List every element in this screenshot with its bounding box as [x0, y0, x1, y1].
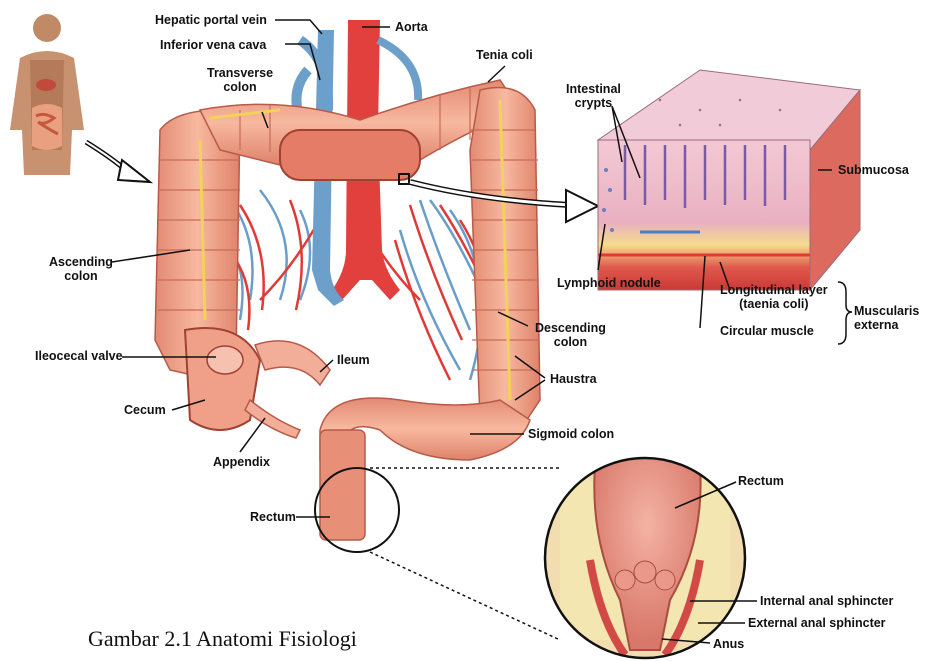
- large-intestine: [155, 80, 540, 540]
- label-descending-colon: Descending colon: [535, 321, 606, 349]
- label-cecum: Cecum: [124, 403, 166, 417]
- label-aorta: Aorta: [395, 20, 428, 34]
- label-external-anal-sphincter: External anal sphincter: [748, 616, 886, 630]
- figure-caption: Gambar 2.1 Anatomi Fisiologi: [88, 626, 357, 652]
- label-transverse-colon: Transverse colon: [207, 66, 273, 94]
- pointer-arrow-icon: [86, 142, 150, 182]
- label-circular-muscle: Circular muscle: [720, 324, 814, 338]
- label-muscularis-externa: Muscularis externa: [854, 304, 919, 332]
- label-rectum: Rectum: [250, 510, 296, 524]
- label-ileum: Ileum: [337, 353, 370, 367]
- label-rectum-inset: Rectum: [738, 474, 784, 488]
- label-submucosa: Submucosa: [838, 163, 909, 177]
- label-ileocecal-valve: Ileocecal valve: [35, 349, 123, 363]
- muscularis-bracket: [838, 282, 852, 344]
- label-ascending-colon: Ascending colon: [49, 255, 113, 283]
- label-appendix: Appendix: [213, 455, 270, 469]
- colon-wall-cross-section: [598, 70, 860, 290]
- label-longitudinal-layer: Longitudinal layer (taenia coli): [720, 283, 828, 311]
- zoom-connector: [370, 468, 560, 640]
- label-tenia-coli: Tenia coli: [476, 48, 533, 62]
- label-lymphoid-nodule: Lymphoid nodule: [557, 276, 661, 290]
- label-sigmoid-colon: Sigmoid colon: [528, 427, 614, 441]
- label-hepatic-portal-vein: Hepatic portal vein: [155, 13, 267, 27]
- label-anus: Anus: [713, 637, 744, 651]
- label-haustra: Haustra: [550, 372, 597, 386]
- human-body-icon: [10, 14, 84, 175]
- label-intestinal-crypts: Intestinal crypts: [566, 82, 621, 110]
- label-inferior-vena-cava: Inferior vena cava: [160, 38, 266, 52]
- label-internal-anal-sphincter: Internal anal sphincter: [760, 594, 893, 608]
